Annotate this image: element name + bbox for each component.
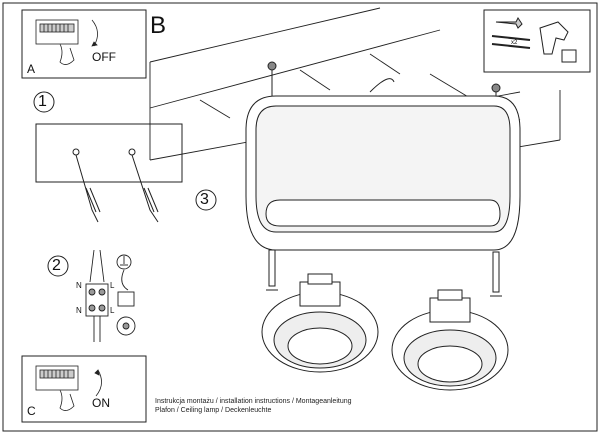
screws [266,61,502,297]
step-3-circle [195,189,217,211]
terminal-n-top: N [76,281,82,290]
tools-drawing [491,17,577,63]
switch-block-c [35,365,102,411]
step-1-circle [33,91,55,113]
wall-box [35,123,183,183]
tools-qty: x2 [511,40,518,46]
panel-c-switch-text: ON [92,396,110,410]
terminal-l-bottom: L [110,306,115,315]
step-3-number: 3 [200,191,209,208]
panel-a-switch-text: OFF [92,50,116,64]
step-1-number: 1 [38,93,47,110]
terminal-l-top: L [110,281,115,290]
terminal-n-bottom: N [76,306,82,315]
panel-b-label: B [150,12,167,39]
step-2-circle [47,255,69,277]
caption-line-1: Instrukcja montażu / installation instru… [155,398,352,405]
terminal-block [85,249,136,342]
tools-box [483,9,591,73]
switch-block-a [35,19,98,65]
bulbs [261,273,509,391]
caption-line-2: Plafon / Ceiling lamp / Deckenleuchte [155,407,272,414]
lamp-housing [245,78,521,251]
wires-step-1 [72,148,159,223]
panel-c-label: C [27,404,36,418]
step-2-number: 2 [52,257,61,274]
panel-a-label: A [27,62,36,76]
panel-c-frame [21,355,147,423]
ceiling [149,7,561,191]
